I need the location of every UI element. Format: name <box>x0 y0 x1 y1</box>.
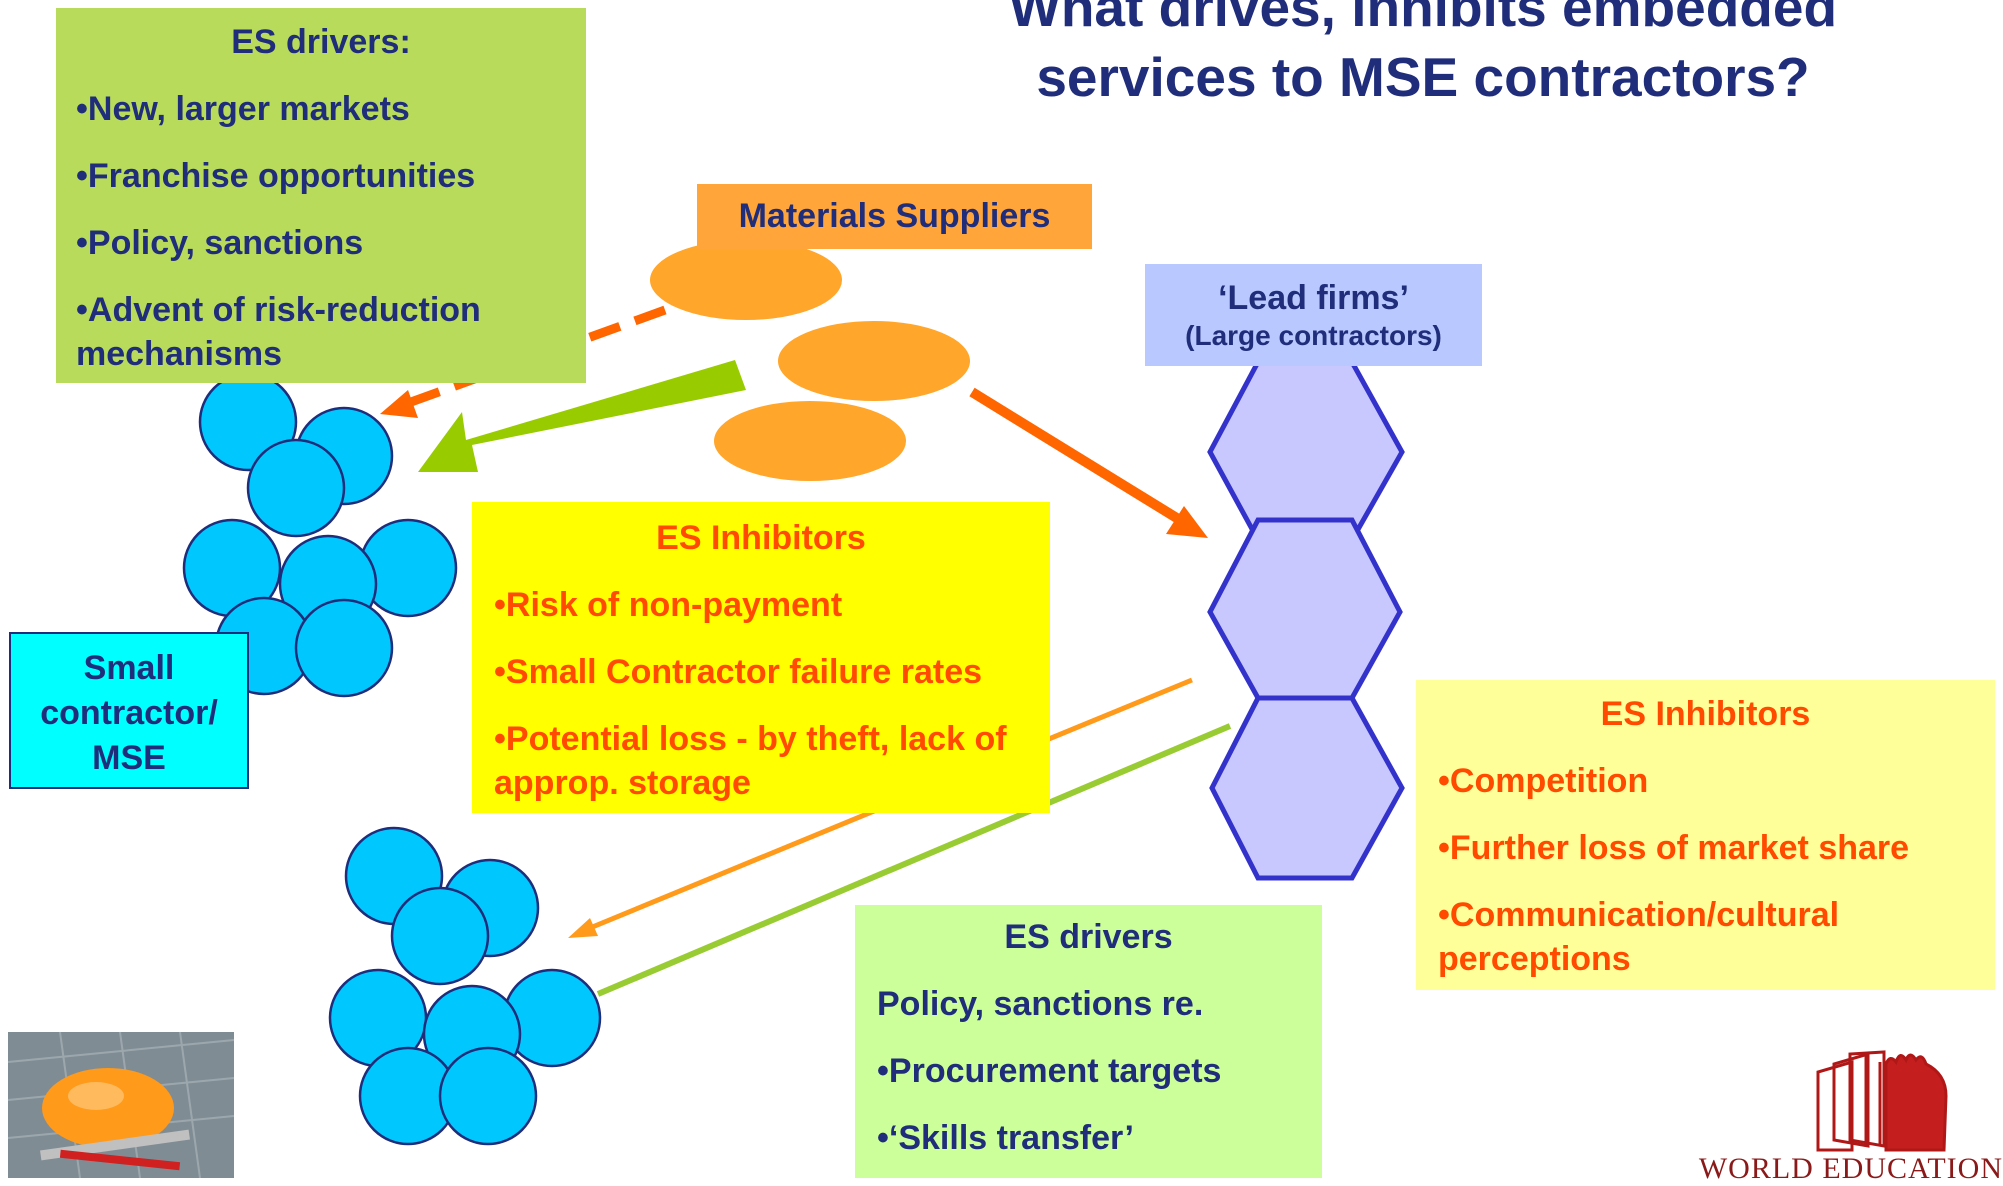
mse-circle <box>438 1046 538 1146</box>
helmet-photo <box>7 1031 235 1178</box>
materials-suppliers-label: Materials Suppliers <box>697 184 1092 249</box>
es-inhibitors-right-item: •Communication/cultural perceptions <box>1438 896 1840 978</box>
es-drivers-top-item: •Policy, sanctions <box>76 224 364 262</box>
world-education-logo-text: WORLD EDUCATION <box>1698 1152 2003 1185</box>
es-inhibitors-middle-heading: ES Inhibitors <box>656 519 866 557</box>
es-drivers-bottom-item: •‘Skills transfer’ <box>877 1119 1134 1157</box>
hexagon <box>1209 695 1405 881</box>
lead-firms-label: ‘Lead firms’ (Large contractors) <box>1145 264 1482 366</box>
mse-circle <box>246 438 346 538</box>
es-inhibitors-middle-box: ES Inhibitors •Risk of non-payment •Smal… <box>472 502 1050 813</box>
hexagon <box>1207 359 1405 543</box>
es-inhibitors-right-item: •Further loss of market share <box>1438 829 1910 867</box>
es-inhibitors-right-box: ES Inhibitors •Competition •Further loss… <box>1416 680 1995 990</box>
small-contractor-label: Small contractor/ MSE <box>9 632 249 789</box>
es-inhibitors-middle-item: •Potential loss - by theft, lack of appr… <box>494 720 1007 802</box>
mse-cluster-bottom <box>328 826 602 1146</box>
mse-circle <box>390 886 490 986</box>
mse-circle <box>294 598 394 698</box>
thin-green-arrow <box>596 723 1232 997</box>
small-contractor-line: MSE <box>92 739 166 777</box>
hexagon <box>1207 517 1403 701</box>
page-title: What drives, inhibits embedded services … <box>1008 0 1838 108</box>
arrows <box>380 305 1232 997</box>
es-drivers-top-heading: ES drivers: <box>231 23 411 61</box>
orange-arrowhead-lead <box>1166 506 1208 538</box>
thin-orange-arrowhead <box>568 918 598 938</box>
small-contractor-line: Small <box>83 649 175 687</box>
es-drivers-bottom-box: ES drivers Policy, sanctions re. •Procur… <box>855 905 1322 1178</box>
es-drivers-top-item: •New, larger markets <box>76 90 410 128</box>
es-inhibitors-right-item: •Competition <box>1438 762 1649 800</box>
supplier-ellipse <box>778 321 970 401</box>
supplier-ellipses <box>650 240 970 481</box>
es-drivers-bottom-heading: ES drivers <box>1004 918 1173 956</box>
green-block-arrow <box>418 360 746 472</box>
es-inhibitors-middle-item: •Small Contractor failure rates <box>494 653 983 691</box>
supplier-ellipse <box>714 401 906 481</box>
es-drivers-top-item: •Franchise opportunities <box>76 157 476 195</box>
lead-firms-subtitle: (Large contractors) <box>1185 320 1442 351</box>
small-contractor-line: contractor/ <box>40 694 218 732</box>
orange-arrow-to-lead-firms <box>969 387 1183 525</box>
lead-firms-title: ‘Lead firms’ <box>1218 279 1409 317</box>
lead-firms-hexagons <box>1207 359 1405 881</box>
es-drivers-top-box: ES drivers: •New, larger markets •Franch… <box>56 8 586 383</box>
es-drivers-top-item: •Advent of risk-reduction mechanisms <box>76 291 481 373</box>
logo-hand <box>1884 1053 1948 1152</box>
es-inhibitors-middle-item: •Risk of non-payment <box>494 586 843 624</box>
supplier-ellipse <box>650 240 842 320</box>
world-education-logo <box>1816 1050 1948 1152</box>
es-inhibitors-right-heading: ES Inhibitors <box>1600 695 1811 733</box>
es-drivers-bottom-item: •Procurement targets <box>877 1052 1222 1090</box>
es-drivers-bottom-item: Policy, sanctions re. <box>877 985 1204 1023</box>
dashed-orange-arrowhead <box>380 390 418 418</box>
